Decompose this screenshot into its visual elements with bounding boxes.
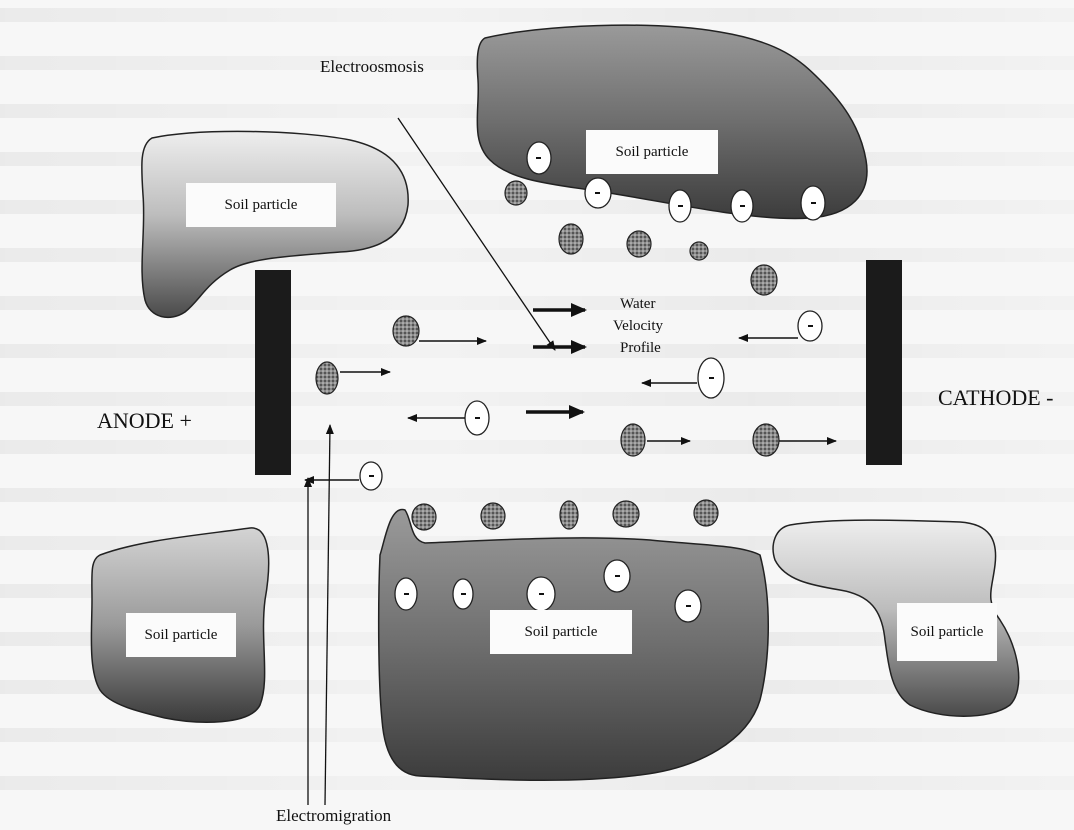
- cation: [481, 503, 505, 529]
- cation: [393, 316, 419, 346]
- soil-label-bottom-center: Soil particle: [490, 610, 632, 654]
- cation: [412, 504, 436, 530]
- water-velocity-label: Water: [620, 296, 655, 313]
- soil-label-top-left: Soil particle: [186, 183, 336, 227]
- electromigration-pointer: [325, 425, 330, 805]
- electromigration-label: Electromigration: [276, 806, 391, 826]
- cation: [505, 181, 527, 205]
- soil-label-bottom-left: Soil particle: [126, 613, 236, 657]
- water-velocity-label: Velocity: [613, 318, 663, 335]
- cation: [694, 500, 718, 526]
- cation: [621, 424, 645, 456]
- cation: [316, 362, 338, 394]
- water-velocity-arrows: [526, 310, 585, 412]
- cation: [690, 242, 708, 260]
- cation: [627, 231, 651, 257]
- water-velocity-label: Profile: [620, 340, 661, 357]
- ion-arrows: [305, 338, 836, 480]
- anode-electrode: [255, 270, 291, 475]
- cathode-electrode: [866, 260, 902, 465]
- soil-label-top-right: Soil particle: [586, 130, 718, 174]
- anode-label: ANODE +: [97, 408, 192, 434]
- cation: [613, 501, 639, 527]
- cathode-label: CATHODE -: [938, 385, 1054, 411]
- cation: [753, 424, 779, 456]
- cation: [751, 265, 777, 295]
- cation: [559, 224, 583, 254]
- cation: [560, 501, 578, 529]
- soil-label-bottom-right: Soil particle: [897, 603, 997, 661]
- electroosmosis-label: Electroosmosis: [320, 57, 424, 77]
